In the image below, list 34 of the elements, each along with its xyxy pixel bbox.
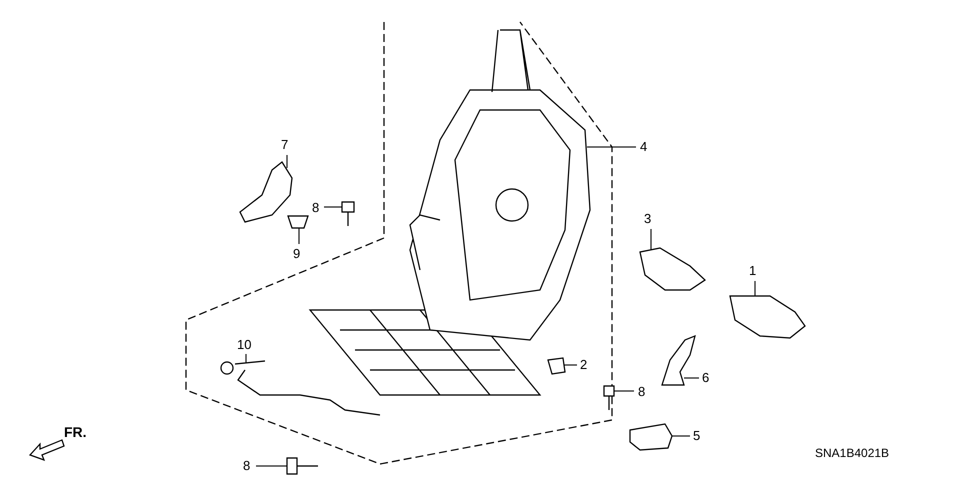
direction-label: FR. xyxy=(64,425,87,440)
leader-line xyxy=(650,228,652,250)
bolt-icon xyxy=(286,457,319,475)
bracket-drawing xyxy=(661,335,696,386)
callout-number: 2 xyxy=(580,357,588,372)
knob-cover-drawing xyxy=(629,423,673,451)
callout-number: 7 xyxy=(281,137,288,152)
leader-line xyxy=(614,390,634,392)
callout-number: 10 xyxy=(237,337,252,352)
bolt-icon xyxy=(603,385,615,411)
callout-number: 9 xyxy=(293,246,300,261)
callout-number: 8 xyxy=(638,384,646,399)
callout-number: 8 xyxy=(312,200,320,215)
cover-drawing xyxy=(639,247,706,291)
wire-harness-drawing xyxy=(220,360,381,416)
leader-line xyxy=(286,154,288,168)
callout-number: 3 xyxy=(644,211,652,226)
callout-number: 1 xyxy=(749,263,756,278)
leader-line xyxy=(298,228,300,244)
leader-line xyxy=(324,206,342,208)
clip-icon xyxy=(547,357,566,375)
drawing-code: SNA1B4021B xyxy=(815,446,890,461)
leader-line xyxy=(754,280,756,296)
seat-frame-drawing xyxy=(409,29,591,341)
callout-number: 5 xyxy=(693,428,700,443)
callout-number: 4 xyxy=(640,139,648,154)
screw-icon xyxy=(287,215,309,229)
cover-drawing xyxy=(239,161,293,223)
callout-number: 6 xyxy=(702,370,710,385)
leader-line xyxy=(564,364,578,366)
bolt-icon xyxy=(341,201,355,227)
callout-number: 8 xyxy=(243,458,250,473)
leader-line xyxy=(586,146,636,148)
cover-drawing xyxy=(729,295,806,339)
